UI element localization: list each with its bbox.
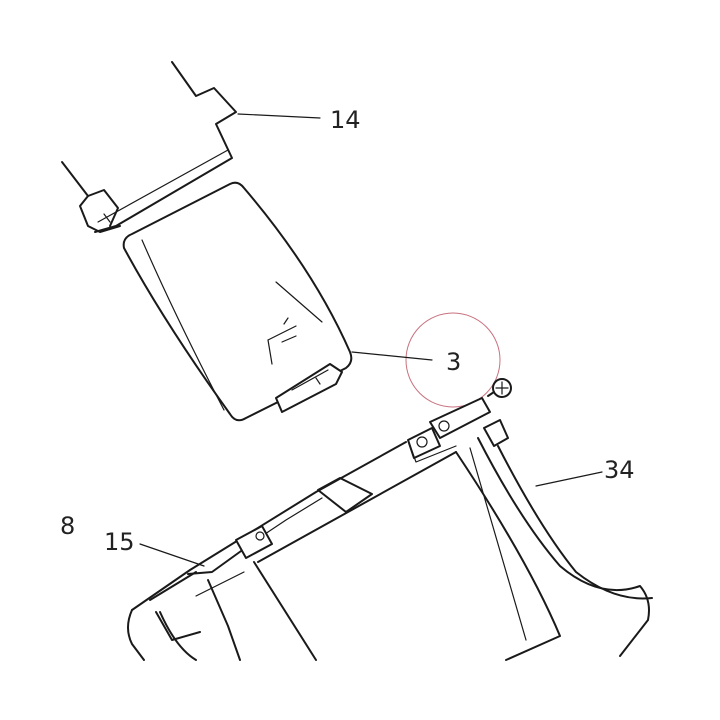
- callout-3: 3: [446, 348, 461, 376]
- part-34-cable: [477, 419, 653, 657]
- highlight-circle: [405, 312, 501, 408]
- part-14-bracket: [61, 61, 237, 233]
- part-8-body: [127, 441, 561, 661]
- part-3-cover: [122, 181, 353, 422]
- callout-14: 14: [330, 106, 361, 134]
- callout-15: 15: [104, 528, 135, 556]
- callout-8: 8: [60, 512, 75, 540]
- callout-34: 34: [604, 456, 635, 484]
- leader-lines: [139, 113, 603, 567]
- screw: [487, 378, 512, 398]
